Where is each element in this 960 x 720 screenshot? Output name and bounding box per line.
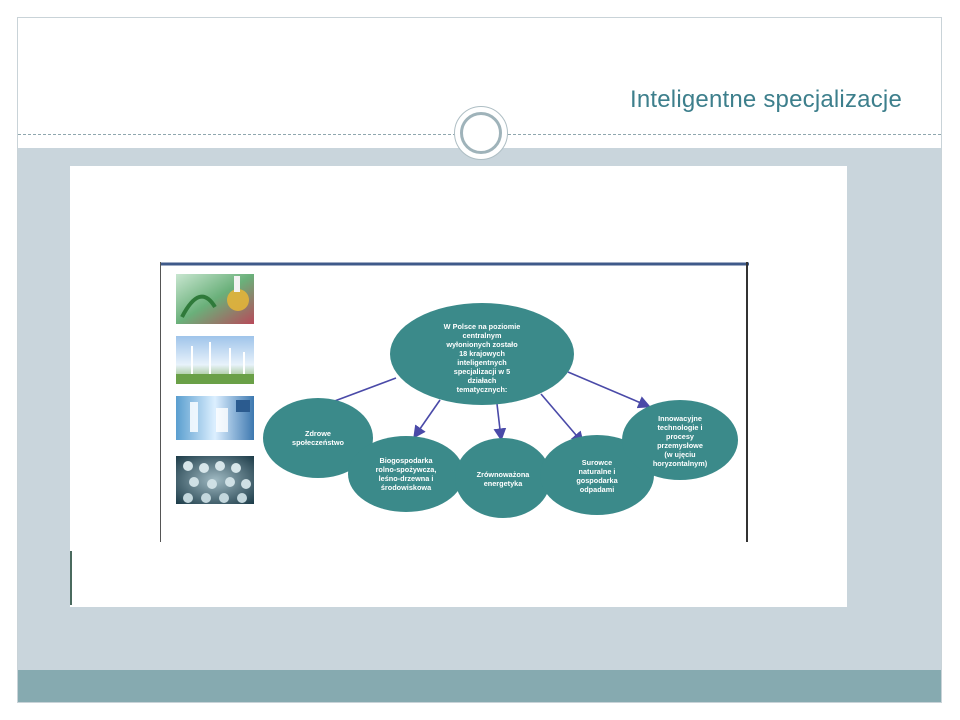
footer-bar: [18, 670, 941, 702]
central-node: [390, 303, 574, 405]
node-innowacyjne-technologie: [622, 400, 738, 480]
arrow-to-innowacyjne: [567, 371, 651, 409]
slide-title: Inteligentne specjalizacje: [629, 86, 902, 113]
node-surowce-naturalne: [540, 435, 654, 515]
medical-lab-image: [176, 396, 254, 440]
node-surowce-label: Surowce naturalne i gospodarka odpadami: [576, 458, 618, 494]
specializations-diagram: W Polsce na poziomie centralnym wyłonion…: [160, 262, 749, 542]
node-innowacyjne-label: Innowacyjne technologie i procesy przemy…: [652, 414, 708, 468]
arrow-to-energetyka: [493, 403, 507, 442]
arrow-to-biogospodarka: [413, 399, 441, 439]
laboratory-plants-image: [176, 274, 254, 324]
node-biogospodarka-label: Biogospodarka rolno-spożywcza, leśno-drz…: [375, 456, 437, 492]
diagram-canvas: [160, 262, 749, 542]
wind-turbines-image: [176, 336, 254, 384]
node-biogospodarka: [348, 436, 464, 512]
node-energetyka-label: Zrównoważona energetyka: [476, 470, 530, 488]
node-zrownowazona-energetyka: [455, 438, 551, 518]
industrial-bolts-image: [176, 456, 254, 504]
arrow-to-surowce: [540, 393, 585, 445]
node-zdrowe-label: Zdrowe społeczeństwo: [292, 429, 344, 447]
divider-ornament-ring: [460, 112, 502, 154]
node-zdrowe-spoleczenstwo: [263, 398, 373, 478]
central-node-label: W Polsce na poziomie centralnym wyłonion…: [443, 322, 521, 394]
panel-accent-line: [70, 551, 72, 605]
